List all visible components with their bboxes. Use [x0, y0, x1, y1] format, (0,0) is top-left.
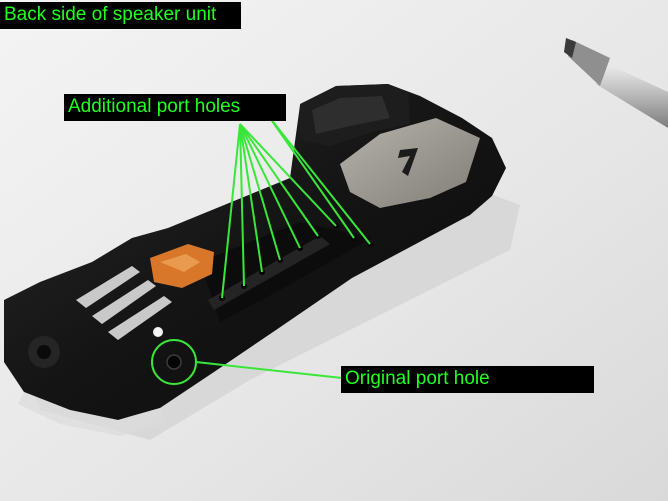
speaker-unit — [4, 84, 520, 440]
contact-strips — [76, 266, 172, 340]
callout-lines-additional — [221, 117, 371, 299]
annotation-title: Back side of speaker unit — [0, 2, 241, 29]
screwdriver-icon — [564, 38, 668, 128]
annotation-additional-port-holes: Additional port holes — [64, 94, 286, 121]
callout-original — [151, 339, 343, 385]
annotation-original-port-hole: Original port hole — [341, 366, 594, 393]
original-port-hole — [166, 354, 182, 370]
